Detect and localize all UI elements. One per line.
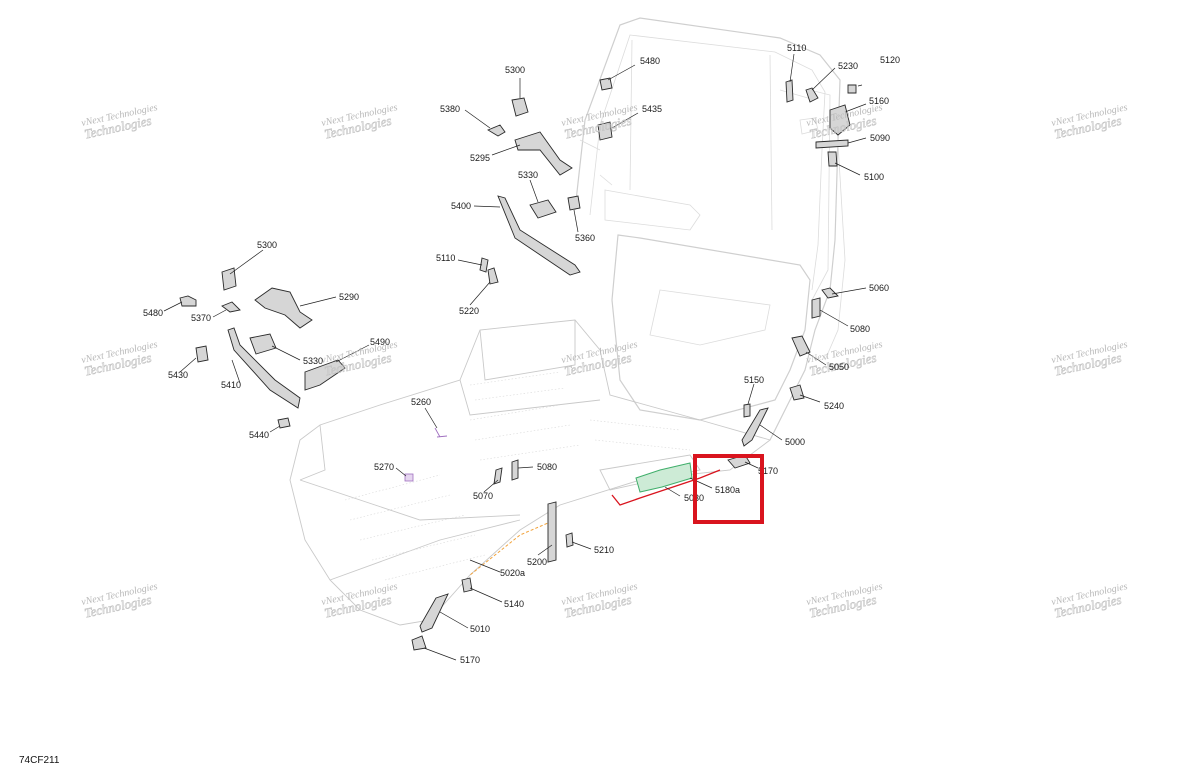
cab-frame bbox=[574, 17, 846, 441]
callout-5370: 5370 bbox=[191, 313, 211, 323]
callout-5220: 5220 bbox=[459, 306, 479, 316]
callout-5150: 5150 bbox=[744, 375, 764, 385]
callout-5290: 5290 bbox=[339, 292, 359, 302]
callout-5300-left: 5300 bbox=[257, 240, 277, 250]
callout-5480-left: 5480 bbox=[143, 308, 163, 318]
callout-5110-mid: 5110 bbox=[436, 253, 455, 263]
callout-labels: 5300 5480 5110 5230 5120 5380 5435 5160 … bbox=[143, 43, 900, 665]
wire-red bbox=[611, 469, 721, 506]
callout-5160: 5160 bbox=[869, 96, 889, 106]
callout-5490: 5490 bbox=[370, 337, 390, 347]
callout-5435: 5435 bbox=[642, 104, 662, 114]
callout-5330-top: 5330 bbox=[518, 170, 538, 180]
callout-5440: 5440 bbox=[249, 430, 269, 440]
callout-5170-right: 5170 bbox=[758, 466, 778, 476]
callout-5080-right: 5080 bbox=[850, 324, 870, 334]
callout-5050: 5050 bbox=[829, 362, 849, 372]
callout-5295: 5295 bbox=[470, 153, 490, 163]
part-5030-green bbox=[635, 462, 693, 493]
callout-5260: 5260 bbox=[411, 397, 431, 407]
callout-5200: 5200 bbox=[527, 557, 547, 567]
callout-5480-top: 5480 bbox=[640, 56, 660, 66]
callout-5080-floor: 5080 bbox=[537, 462, 557, 472]
wire-orange bbox=[469, 504, 556, 576]
callout-5060: 5060 bbox=[869, 283, 889, 293]
callout-5430: 5430 bbox=[168, 370, 188, 380]
callout-5140: 5140 bbox=[504, 599, 524, 609]
callout-5090: 5090 bbox=[870, 133, 890, 143]
callout-5100: 5100 bbox=[864, 172, 884, 182]
callout-5010: 5010 bbox=[470, 624, 490, 634]
callout-5410: 5410 bbox=[221, 380, 241, 390]
callout-5270: 5270 bbox=[374, 462, 394, 472]
callout-5020a: 5020a bbox=[500, 568, 525, 578]
callout-5240: 5240 bbox=[824, 401, 844, 411]
part-5260-purple bbox=[434, 427, 448, 438]
callout-5120: 5120 bbox=[880, 55, 900, 65]
callout-5400: 5400 bbox=[451, 201, 471, 211]
callout-5330-left: 5330 bbox=[303, 356, 323, 366]
callout-5210: 5210 bbox=[594, 545, 614, 555]
callout-5180a: 5180a bbox=[715, 485, 740, 495]
callout-5300-top: 5300 bbox=[505, 65, 525, 75]
callout-5110-top: 5110 bbox=[787, 43, 806, 53]
callout-5380: 5380 bbox=[440, 104, 460, 114]
parts bbox=[179, 77, 857, 651]
callout-5360: 5360 bbox=[575, 233, 595, 243]
callout-5230: 5230 bbox=[838, 61, 858, 71]
callout-5000: 5000 bbox=[785, 437, 805, 447]
highlight-box-5180a bbox=[693, 454, 764, 524]
callout-5070: 5070 bbox=[473, 491, 493, 501]
figure-id: 74CF211 bbox=[19, 755, 60, 766]
part-5270-purple bbox=[404, 473, 414, 482]
callout-5170-bottom: 5170 bbox=[460, 655, 480, 665]
